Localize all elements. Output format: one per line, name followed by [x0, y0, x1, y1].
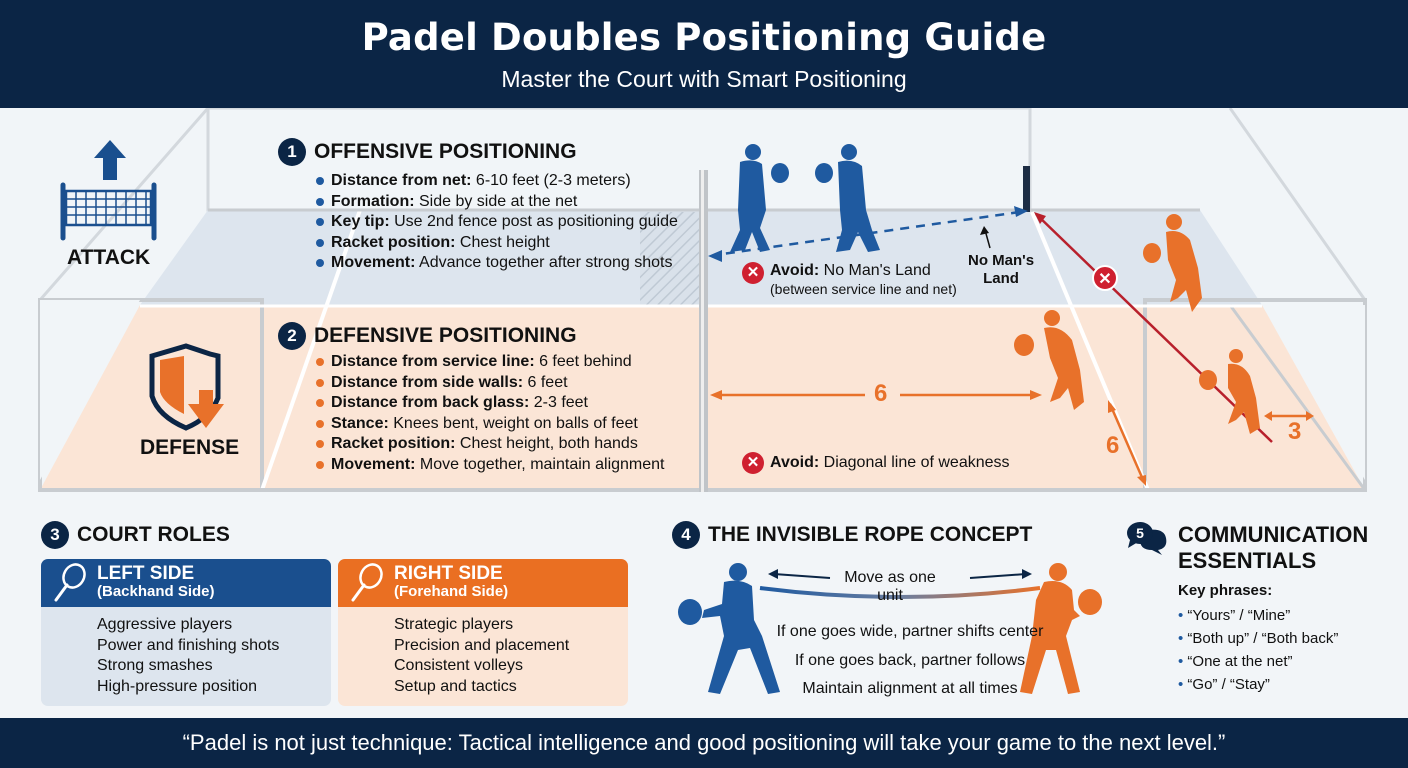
list-item: Distance from back glass: 2-3 feet — [316, 393, 664, 414]
court-drawing: ✕ — [38, 108, 1367, 492]
header: Padel Doubles Positioning Guide Master t… — [0, 0, 1408, 108]
list-item: If one goes wide, partner shifts center — [776, 623, 1044, 640]
left-side-list: Aggressive players Power and finishing s… — [41, 607, 331, 706]
svg-text:5: 5 — [1136, 525, 1144, 541]
offensive-heading: 1 OFFENSIVE POSITIONING — [278, 138, 577, 166]
svg-text:✕: ✕ — [1098, 271, 1111, 288]
page-title: Padel Doubles Positioning Guide — [361, 16, 1047, 59]
list-item: Key tip: Use 2nd fence post as positioni… — [316, 212, 678, 233]
speech-bubbles-icon: 5 — [1127, 522, 1167, 555]
right-side-card-header: RIGHT SIDE (Forehand Side) — [338, 559, 628, 607]
list-item: Consistent volleys — [394, 657, 523, 674]
rope-illustration — [678, 563, 1102, 694]
right-side-list: Strategic players Precision and placemen… — [338, 607, 628, 706]
avoid-no-mans-land: ✕ Avoid: No Man's Land (between service … — [742, 262, 957, 299]
list-item: Racket position: Chest height — [316, 233, 678, 254]
communication-heading: COMMUNICATION ESSENTIALS — [1178, 522, 1369, 573]
list-item: “Yours” / “Mine” — [1178, 604, 1338, 627]
section-number-badge: 4 — [672, 521, 700, 549]
list-item: Strong smashes — [97, 657, 213, 674]
blue-player-icon — [678, 563, 780, 694]
racket-icon — [351, 563, 383, 602]
list-item: Stance: Knees bent, weight on balls of f… — [316, 414, 664, 435]
list-item: Distance from service line: 6 feet behin… — [316, 352, 664, 373]
bullet-dot-icon — [316, 238, 324, 247]
list-item: Formation: Side by side at the net — [316, 192, 678, 213]
right-side-title: RIGHT SIDE — [394, 563, 503, 584]
list-item: Precision and placement — [394, 636, 570, 654]
key-phrases-label: Key phrases: — [1178, 582, 1273, 599]
side-distance-label: 6 — [1106, 432, 1120, 459]
left-side-subtitle: (Backhand Side) — [97, 583, 215, 600]
bullet-dot-icon — [316, 440, 324, 449]
bullet-dot-icon — [316, 358, 324, 367]
key-phrases-list: “Yours” / “Mine” “Both up” / “Both back”… — [1178, 604, 1338, 696]
right-side-card: RIGHT SIDE (Forehand Side) Strategic pla… — [338, 559, 628, 706]
list-item: If one goes back, partner follows — [794, 651, 1026, 669]
defense-label: DEFENSE — [140, 436, 240, 459]
bullet-dot-icon — [316, 177, 324, 186]
page-subtitle: Master the Court with Smart Positioning — [501, 66, 907, 92]
bullet-dot-icon — [316, 259, 324, 268]
bullet-dot-icon — [316, 218, 324, 227]
section-number-badge: 2 — [278, 322, 306, 350]
list-item: Distance from net: 6-10 feet (2-3 meters… — [316, 171, 678, 192]
defensive-heading: 2 DEFENSIVE POSITIONING — [278, 322, 577, 350]
service-distance-label: 6 — [874, 380, 888, 407]
defensive-title: DEFENSIVE POSITIONING — [314, 324, 577, 347]
list-item: “One at the net” — [1178, 650, 1338, 673]
left-side-title: LEFT SIDE — [97, 563, 195, 584]
section-number-badge: 3 — [41, 521, 69, 549]
left-side-card: LEFT SIDE (Backhand Side) Aggressive pla… — [41, 559, 331, 706]
right-side-subtitle: (Forehand Side) — [394, 583, 509, 600]
court-diagram: ✕ — [0, 108, 1408, 500]
list-item: “Go” / “Stay” — [1178, 673, 1338, 696]
back-distance-label: 3 — [1288, 418, 1302, 445]
section-number-badge: 1 — [278, 138, 306, 166]
bullet-dot-icon — [316, 419, 324, 428]
x-circle-icon: ✕ — [742, 452, 764, 474]
list-item: Maintain alignment at all times — [802, 680, 1018, 697]
attack-label: ATTACK — [67, 246, 151, 269]
list-item: Power and finishing shots — [97, 636, 280, 654]
list-item: Racket position: Chest height, both hand… — [316, 434, 664, 455]
avoid-diagonal: ✕ Avoid: Diagonal line of weakness — [742, 452, 1010, 474]
offensive-list: Distance from net: 6-10 feet (2-3 meters… — [316, 171, 678, 274]
court-roles-title: COURT ROLES — [77, 523, 230, 546]
footer-quote: “Padel is not just technique: Tactical i… — [0, 718, 1408, 768]
list-item: Movement: Move together, maintain alignm… — [316, 455, 664, 476]
rope-heading: 4 THE INVISIBLE ROPE CONCEPT — [672, 521, 1032, 549]
bullet-dot-icon — [316, 460, 324, 469]
move-as-one-label: Move as one unit — [844, 569, 936, 604]
offensive-title: OFFENSIVE POSITIONING — [314, 140, 577, 163]
x-circle-icon: ✕ — [742, 262, 764, 284]
list-item: Movement: Advance together after strong … — [316, 253, 678, 274]
list-item: Setup and tactics — [394, 677, 517, 695]
bullet-dot-icon — [316, 378, 324, 387]
orange-player-icon — [1020, 563, 1102, 694]
list-item: High-pressure position — [97, 677, 258, 695]
list-item: Aggressive players — [97, 616, 233, 633]
list-item: Distance from side walls: 6 feet — [316, 373, 664, 394]
defensive-list: Distance from service line: 6 feet behin… — [316, 352, 664, 475]
rope-title: THE INVISIBLE ROPE CONCEPT — [708, 523, 1033, 546]
racket-icon — [54, 563, 86, 602]
list-item: “Both up” / “Both back” — [1178, 627, 1338, 650]
left-side-card-header: LEFT SIDE (Backhand Side) — [41, 559, 331, 607]
bullet-dot-icon — [316, 197, 324, 206]
bullet-dot-icon — [316, 399, 324, 408]
list-item: Strategic players — [394, 616, 514, 633]
rope-lines: If one goes wide, partner shifts center … — [760, 618, 1060, 704]
court-roles-heading: 3 COURT ROLES — [41, 521, 230, 549]
